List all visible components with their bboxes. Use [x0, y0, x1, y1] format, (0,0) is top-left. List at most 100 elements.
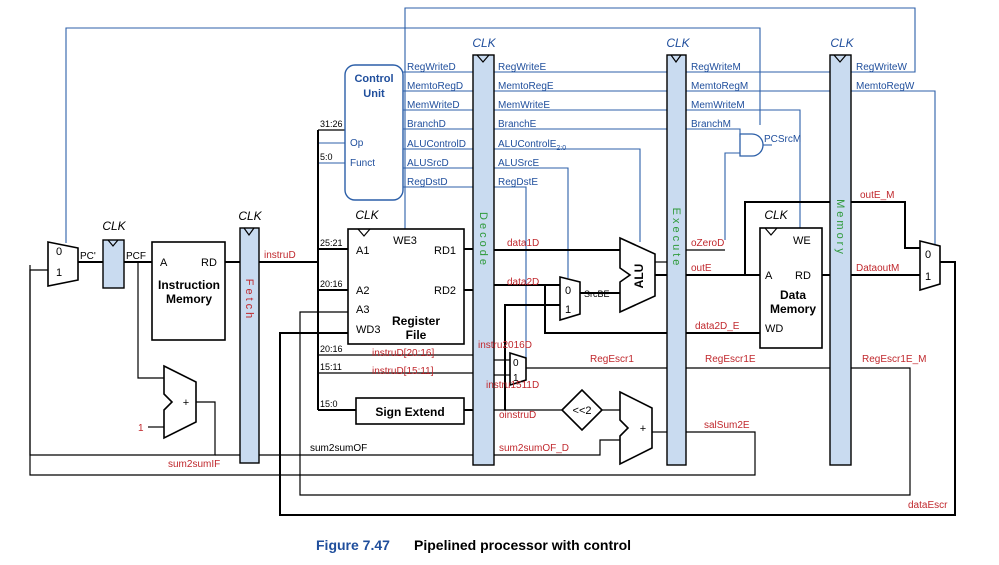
dmem-a: A — [765, 270, 773, 282]
ctrl-e-4: ALUControlE2:0 — [498, 139, 566, 152]
clk-label-memory: CLK — [830, 36, 854, 50]
stage-fetch-label: Fetch — [243, 279, 255, 322]
rf-rd1: RD1 — [434, 245, 456, 257]
bit-field-labels: 31:26 5:0 25:21 20:16 20:16 15:11 15:0 — [320, 119, 343, 409]
imem-name-2: Memory — [166, 292, 212, 306]
sig-instru2016D: instru2016D — [478, 340, 532, 351]
bits-15-0: 15:0 — [320, 399, 338, 409]
imem-rd-port: RD — [201, 257, 217, 269]
sig-data2D-E: data2D_E — [695, 321, 740, 332]
pcf-label: PCF — [126, 251, 146, 262]
rf-rd2: RD2 — [434, 285, 456, 297]
sig-oinstruD: oinstruD — [499, 410, 536, 421]
caption-figure-number: Figure 7.47 — [316, 537, 390, 553]
ctrl-w-0: RegWriteW — [856, 62, 907, 73]
regdst-mux-one: 1 — [513, 373, 519, 384]
writeback-control-labels: RegWriteW MemtoRegW — [856, 62, 915, 92]
stage-decode-label: Decode — [477, 212, 489, 268]
control-funct-label: Funct — [350, 158, 375, 169]
sig-RegEscr1: RegEscr1 — [590, 354, 634, 365]
ctrl-m-1: MemtoRegM — [691, 81, 748, 92]
ctrl-e-5: ALUSrcE — [498, 158, 539, 169]
bits-20-16-a: 20:16 — [320, 279, 343, 289]
clk-label-datamem: CLK — [764, 208, 788, 222]
dmem-name-2: Memory — [770, 302, 816, 316]
sig-sum2sumOF-D: sum2sumOF_D — [499, 443, 569, 454]
sig-RegEscr1E-M: RegEscr1E_M — [862, 354, 926, 365]
fetch-register — [239, 227, 260, 464]
srcb-mux-one: 1 — [565, 304, 571, 316]
sig-RegEscr1E: RegEscr1E — [705, 354, 756, 365]
clk-label-regfile: CLK — [355, 208, 379, 222]
control-unit-title-1: Control — [354, 73, 393, 85]
sig-instruD-20-16: instruD[20:16] — [372, 348, 434, 359]
control-wires — [65, 7, 936, 358]
clk-label-decode: CLK — [472, 36, 496, 50]
ctrl-d-6: RegDstD — [407, 177, 448, 188]
clk-label-execute: CLK — [666, 36, 690, 50]
bits-20-16-b: 20:16 — [320, 344, 343, 354]
shift-left-2: <<2 — [560, 388, 604, 432]
stage-labels: Fetch Decode Execute Memory — [243, 199, 846, 321]
pc-adder-const: 1 — [138, 423, 144, 434]
clk-label-fetch: CLK — [238, 209, 262, 223]
execute-register — [666, 54, 687, 466]
memory-control-labels: RegWriteM MemtoRegM MemWriteM BranchM — [691, 62, 748, 130]
sig-outE-M: outE_M — [860, 190, 894, 201]
sig-instru1511D: instru1511D — [486, 380, 539, 391]
sign-extend-label: Sign Extend — [375, 405, 444, 419]
instruction-memory: A RD Instruction Memory — [151, 241, 226, 341]
sign-extend: Sign Extend — [355, 397, 465, 425]
sig-salSum2E: salSum2E — [704, 420, 750, 431]
ctrl-w-1: MemtoRegW — [856, 81, 915, 92]
sig-data2D: data2D — [507, 277, 539, 288]
stage-execute-label: Execute — [670, 208, 682, 269]
ctrl-e-6: RegDstE — [498, 177, 538, 188]
rf-a2: A2 — [356, 285, 369, 297]
sig-dataEscr: dataEscr — [908, 500, 948, 511]
register-file: WE3 A1 A2 A3 WD3 RD1 RD2 Register File — [347, 228, 465, 345]
rf-wd3: WD3 — [356, 324, 380, 336]
pipeline-registers — [102, 54, 852, 466]
control-op-label: Op — [350, 138, 364, 149]
alu: ALU — [619, 236, 656, 314]
sig-instruD-15-11: instruD[15:11] — [372, 366, 434, 377]
ctrl-d-5: ALUSrcD — [407, 158, 449, 169]
srcb-mux: 0 1 SrcBE — [559, 275, 610, 322]
pc-mux: 0 1 PC' PCF — [47, 241, 146, 287]
memory-register — [829, 54, 852, 466]
imem-a-port: A — [160, 257, 168, 269]
srcbe-label: SrcBE — [584, 289, 610, 299]
caption-title: Pipelined processor with control — [414, 537, 631, 553]
clock-labels: CLK CLK CLK CLK CLK CLK CLK — [102, 36, 854, 233]
sig-oZeroD: oZeroD — [691, 238, 724, 249]
ctrl-d-1: MemtoRegD — [407, 81, 463, 92]
ctrl-e-2: MemWriteE — [498, 100, 550, 111]
pc-mux-one: 1 — [56, 267, 62, 279]
dmem-rd: RD — [795, 270, 811, 282]
alu-label: ALU — [632, 264, 646, 289]
ctrl-e-1: MemtoRegE — [498, 81, 554, 92]
sig-sum2sumOF: sum2sumOF — [310, 443, 367, 454]
writeback-mux: 0 1 — [919, 239, 941, 292]
ctrl-d-3: BranchD — [407, 119, 446, 130]
bits-5-0: 5:0 — [320, 152, 333, 162]
bits-31-26: 31:26 — [320, 119, 343, 129]
dmem-name-1: Data — [780, 288, 806, 302]
sig-data1D: data1D — [507, 238, 539, 249]
dmem-we: WE — [793, 235, 811, 247]
bits-15-11: 15:11 — [320, 362, 342, 372]
imem-name-1: Instruction — [158, 278, 220, 292]
ctrl-m-0: RegWriteM — [691, 62, 741, 73]
rf-a1: A1 — [356, 245, 369, 257]
pc-register — [102, 239, 125, 289]
srcb-mux-zero: 0 — [565, 285, 571, 297]
sig-outE: outE — [691, 263, 712, 274]
ctrl-m-2: MemWriteM — [691, 100, 745, 111]
ctrl-e-3: BranchE — [498, 119, 537, 130]
rf-a3: A3 — [356, 304, 369, 316]
bits-25-21: 25:21 — [320, 238, 343, 248]
pcsrc-label: PCSrcM — [764, 134, 801, 145]
